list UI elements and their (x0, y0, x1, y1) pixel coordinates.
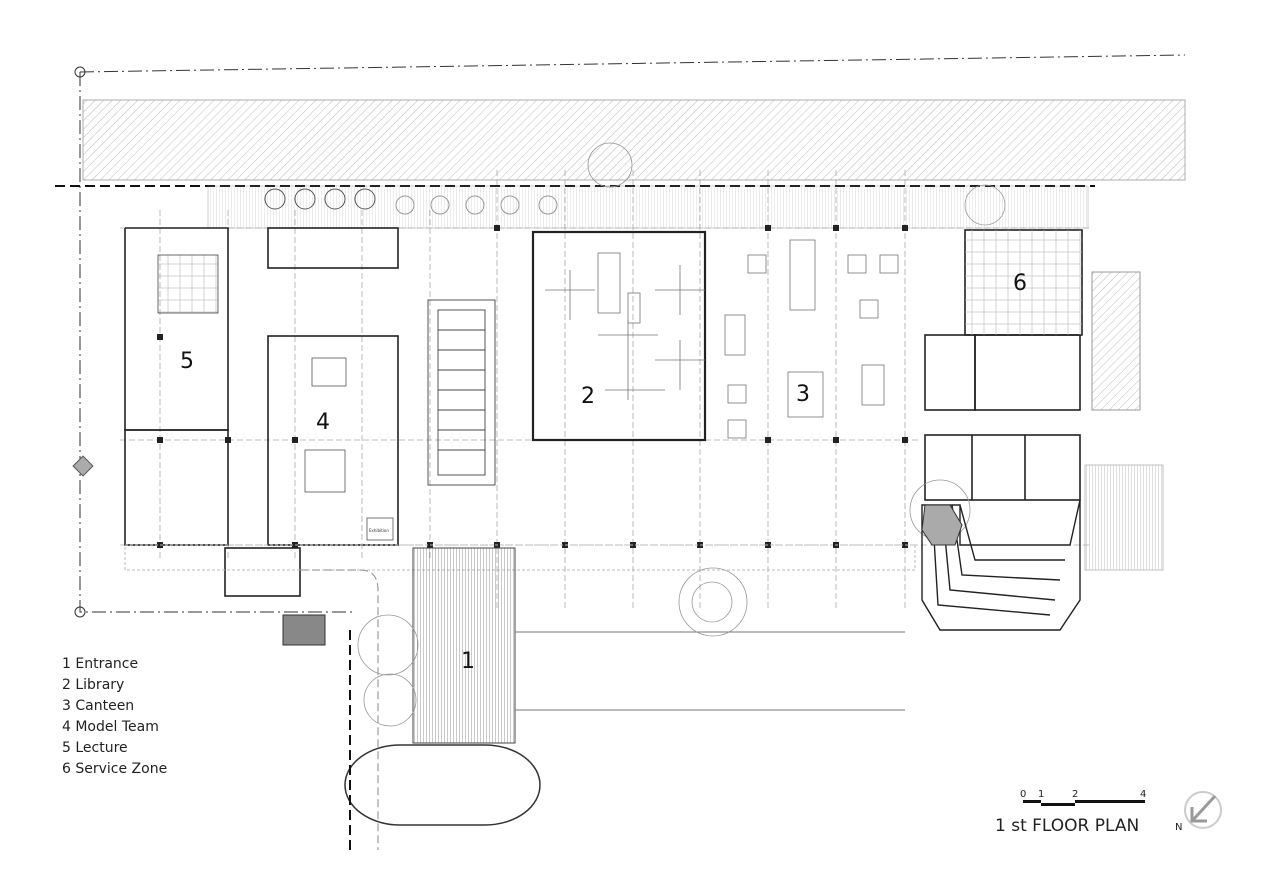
stair (427, 299, 496, 486)
room-number-model-team: 4 (316, 410, 330, 435)
legend-item: 2 Library (62, 677, 125, 693)
legend-item: 4 Model Team (62, 719, 159, 735)
library-furniture (545, 252, 705, 400)
legend-item: 1 Entrance (62, 656, 139, 672)
entrance-drop-off (344, 744, 541, 826)
scale-bar: 0 1 2 4 (1020, 789, 1146, 806)
survey-marker (74, 606, 86, 618)
legend-item: 6 Service Zone (62, 761, 168, 777)
legend: 1 Entrance 2 Library 3 Canteen 4 Model T… (62, 654, 167, 780)
model-team-furniture (304, 357, 394, 541)
canopy (207, 185, 1089, 229)
north-label: N (1175, 822, 1183, 833)
service-zone-tiles (965, 230, 1082, 335)
room-number-lecture: 5 (180, 349, 194, 374)
property-line (79, 54, 1186, 613)
deck-area (1084, 464, 1164, 571)
room-number-library: 2 (581, 384, 595, 409)
survey-marker (74, 66, 86, 78)
scale-tick: 0 (1020, 789, 1026, 800)
lecture-seats (157, 254, 219, 314)
legend-item: 3 Canteen (62, 698, 135, 714)
utility-box (282, 614, 326, 646)
north-arrow-icon (1184, 791, 1222, 829)
plan-title: 1 st FLOOR PLAN (995, 816, 1140, 836)
terrace-edge (124, 544, 916, 571)
scale-tick: 4 (1140, 789, 1146, 800)
scale-tick: 2 (1072, 789, 1078, 800)
exhibition-label: Exhibition (369, 528, 389, 533)
canteen-tables (724, 239, 899, 439)
entrance-ramp (412, 547, 516, 744)
marker-diamond (72, 455, 94, 477)
room-number-service-zone: 6 (1013, 271, 1027, 296)
hatched-area (1091, 271, 1141, 411)
legend-item: 5 Lecture (62, 740, 128, 756)
room-number-canteen: 3 (796, 382, 810, 407)
planters (264, 188, 558, 215)
road-band (82, 99, 1186, 181)
column-grid (120, 170, 1090, 610)
room-number-entrance: 1 (461, 649, 475, 674)
tree-pit (921, 504, 963, 546)
scale-tick: 1 (1038, 789, 1044, 800)
